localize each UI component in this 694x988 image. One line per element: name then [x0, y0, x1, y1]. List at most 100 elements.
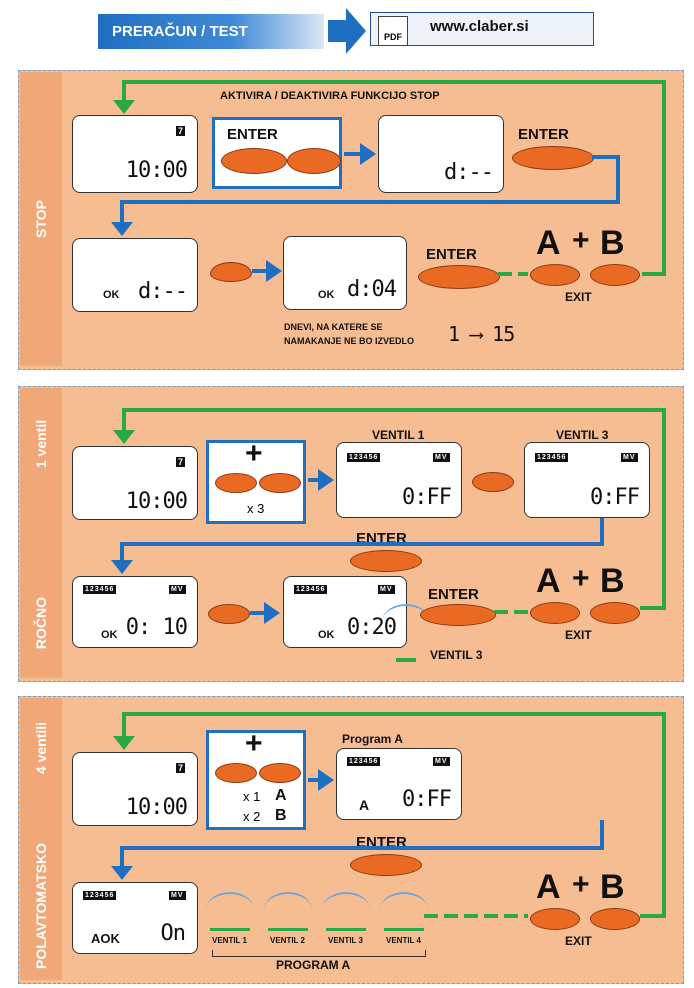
stop-side: STOP — [20, 72, 62, 366]
pdf-icon: PDF — [378, 16, 408, 46]
ok-label: OK — [101, 629, 118, 641]
valve-strip: 123456 — [347, 757, 381, 766]
mv-label: MV — [433, 453, 450, 462]
off-value: 0:FF — [590, 485, 640, 510]
enter-button-2[interactable] — [287, 148, 341, 174]
a-button[interactable] — [530, 264, 580, 286]
mv-label: MV — [433, 757, 450, 766]
ok-label: OK — [318, 629, 335, 641]
semi-lcd-on: 123456 MV AOK On — [72, 882, 198, 954]
semi-lcd-clock: 7 10:00 — [72, 752, 198, 826]
b-key: B — [600, 224, 625, 262]
mv-label: MV — [169, 585, 186, 594]
sprinkler-icon — [264, 892, 312, 928]
stop-lcd-clock: 7 10:00 — [72, 115, 198, 193]
x1-label: x 1 — [243, 789, 261, 804]
enter-button[interactable] — [418, 265, 500, 289]
mv-label: MV — [169, 891, 186, 900]
ok-button[interactable] — [208, 604, 250, 624]
t10-value: 0: 10 — [125, 615, 188, 640]
exit-label: EXIT — [565, 290, 592, 304]
valve-1-label: VENTIL 1 — [212, 936, 247, 945]
day-indicator: 7 — [175, 126, 185, 136]
ok-label: OK — [318, 289, 335, 301]
valve-2-label: VENTIL 2 — [270, 936, 305, 945]
enter-label: ENTER — [227, 126, 278, 143]
plus-key: + — [245, 727, 263, 760]
sprinkler-icon — [322, 892, 370, 928]
d04-value: d:04 — [347, 277, 397, 302]
a-letter: A — [275, 787, 287, 804]
d-value: d:-- — [138, 279, 188, 304]
day-indicator: 7 — [175, 457, 185, 467]
manual-lcd-v3: 123456 MV 0:FF — [524, 442, 650, 518]
plus-button[interactable] — [259, 473, 301, 493]
minus-button[interactable] — [215, 473, 257, 493]
enter-button[interactable] — [512, 146, 594, 170]
valve-strip: 123456 — [535, 453, 569, 462]
ok-button[interactable] — [210, 262, 252, 282]
minus-button[interactable] — [215, 763, 257, 783]
program-label: PROGRAM A — [276, 958, 351, 972]
plus-key: + — [572, 562, 590, 595]
plus-key: + — [572, 868, 590, 901]
a-button[interactable] — [530, 602, 580, 624]
url-link[interactable]: www.claber.si — [430, 18, 529, 35]
semi-side: 4 ventili POLAVTOMATSKO — [20, 698, 62, 980]
enter-button[interactable] — [420, 604, 496, 626]
day-indicator: 7 — [175, 763, 185, 773]
plus-box: + x 3 — [206, 437, 306, 524]
stop-side-label: STOP — [33, 200, 49, 238]
x2-label: x 2 — [243, 809, 261, 824]
valve-strip: 123456 — [83, 891, 117, 900]
ok-label: OK — [103, 289, 120, 301]
a-button[interactable] — [530, 908, 580, 930]
plus-key: + — [572, 224, 590, 257]
on-value: On — [160, 921, 186, 946]
manual-side-bottom: ROČNO — [33, 596, 49, 650]
a-key: A — [536, 868, 561, 906]
b-button[interactable] — [590, 264, 640, 286]
sprinkler-icon — [382, 604, 430, 640]
b-key: B — [600, 868, 625, 906]
enter-label: ENTER — [428, 586, 479, 603]
enter-label: ENTER — [426, 246, 477, 263]
manual-lcd-t10: 123456 MV OK 0: 10 — [72, 576, 198, 648]
aok-label: AOK — [91, 931, 120, 946]
exit-label: EXIT — [565, 934, 592, 948]
program-letter: A — [359, 797, 370, 813]
enter-button[interactable] — [350, 854, 422, 876]
enter-box: ENTER — [212, 117, 342, 189]
b-letter: B — [275, 807, 287, 824]
arrow-right-icon — [328, 8, 366, 54]
manual-side: 1 ventil ROČNO — [20, 388, 62, 678]
b-key: B — [600, 562, 625, 600]
ventil1-title: VENTIL 1 — [372, 428, 425, 442]
stop-lcd-d: d:-- — [378, 115, 504, 193]
d-value: d:-- — [444, 160, 494, 185]
valve-strip: 123456 — [347, 453, 381, 462]
valve-4-label: VENTIL 4 — [386, 936, 421, 945]
enter-label: ENTER — [518, 126, 569, 143]
off-value: 0:FF — [402, 787, 452, 812]
enter-button[interactable] — [221, 148, 287, 174]
clock-value: 10:00 — [125, 795, 188, 820]
stop-note-1: DNEVI, NA KATERE SE — [284, 322, 383, 332]
valve-strip: 123456 — [294, 585, 328, 594]
clock-value: 10:00 — [125, 489, 188, 514]
mv-label: MV — [621, 453, 638, 462]
manual-lcd-clock: 7 10:00 — [72, 446, 198, 520]
sprinkler-label: VENTIL 3 — [430, 648, 483, 662]
stop-note-2: NAMAKANJE NE BO IZVEDLO — [284, 336, 415, 346]
plus-button[interactable] — [259, 763, 301, 783]
exit-label: EXIT — [565, 628, 592, 642]
program-a-title: Program A — [342, 732, 403, 746]
header-title-button[interactable]: PRERAČUN / TEST — [98, 14, 324, 49]
a-key: A — [536, 562, 561, 600]
valve-strip: 123456 — [83, 585, 117, 594]
b-button[interactable] — [590, 908, 640, 930]
enter-button[interactable] — [350, 550, 422, 572]
stop-caption: AKTIVIRA / DEAKTIVIRA FUNKCIJO STOP — [220, 90, 440, 102]
b-button[interactable] — [590, 602, 640, 624]
next-button[interactable] — [472, 472, 514, 492]
